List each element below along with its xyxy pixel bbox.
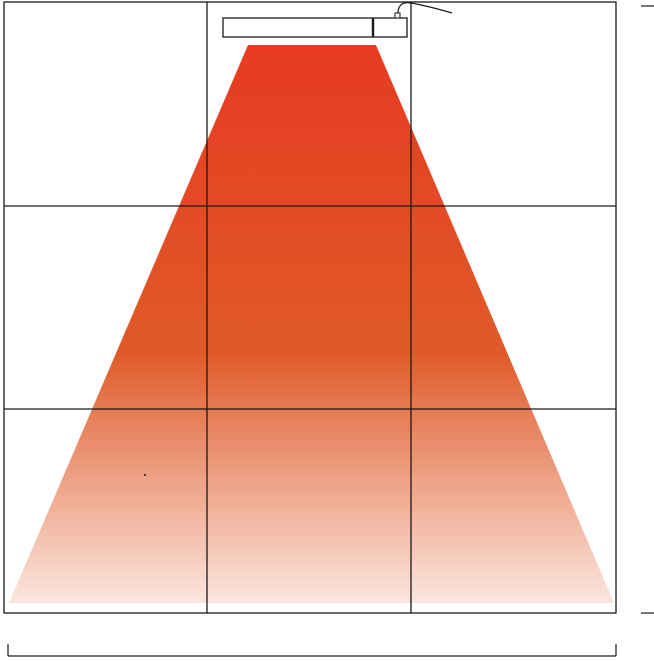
heater-cable: [397, 2, 453, 18]
measure-lines: [7, 5, 654, 657]
heater-body: [222, 17, 408, 38]
heater-cable-plug: [394, 12, 401, 19]
room-grid: [3, 1, 617, 614]
grid-outer-border: [3, 1, 617, 614]
heater-unit: [222, 2, 453, 38]
marker-dot: [143, 473, 147, 477]
heat-cone: [9, 45, 614, 603]
